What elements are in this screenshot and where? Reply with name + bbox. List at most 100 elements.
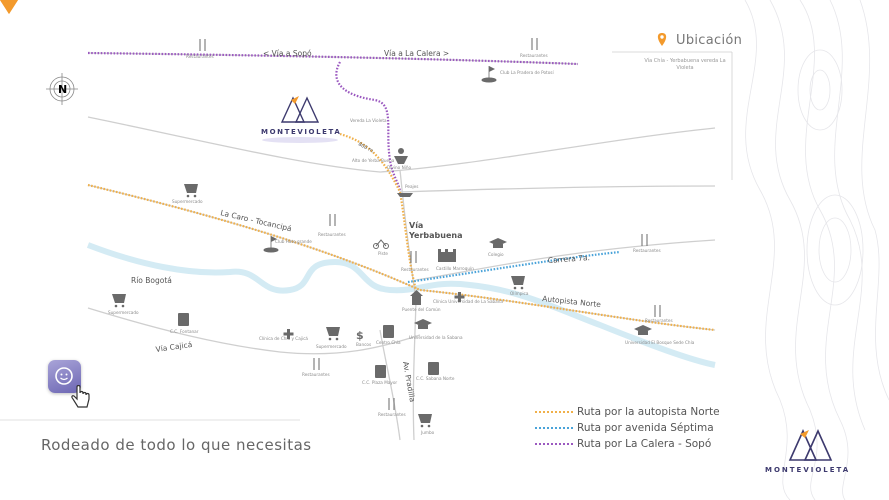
restaurant-icon: [313, 358, 320, 370]
divino-nino-icon: [394, 148, 408, 164]
legend-label: Ruta por avenida Séptima: [577, 422, 714, 434]
place-clinica: Clínica Universidad de La Sabana: [433, 299, 503, 304]
restaurant-icon: [654, 305, 661, 317]
medical-cross-icon: [283, 329, 294, 339]
route-calera: [87, 51, 579, 193]
compass-icon: [46, 73, 78, 105]
place-cc-sabana-norte: C.C. Sabana Norte: [416, 376, 455, 381]
golf-icon: [263, 236, 279, 253]
road-pradilla: [412, 299, 417, 441]
place-uni-sabana: Universidad de la Sabana: [409, 335, 463, 340]
legend-label: Ruta por La Calera - Sopó: [577, 438, 712, 450]
store-icon: [428, 362, 439, 375]
label-cajica: Vía Cajicá: [155, 340, 193, 354]
legend-item: Ruta por La Calera - Sopó: [535, 436, 720, 452]
legend-item: Ruta por avenida Séptima: [535, 420, 720, 436]
label-yerbabuena-1: Vía: [409, 221, 423, 230]
place-rest-1: Restaurantes: [186, 54, 214, 59]
place-supermercado-1: Supermercado: [172, 199, 203, 204]
place-alto-yerbabuena: Alto de Yerba Buena: [352, 158, 395, 163]
waze-app-button[interactable]: [48, 360, 81, 393]
road-yerbabuena: [399, 169, 417, 301]
bank-icon: $: [356, 329, 364, 342]
place-cc-plaza-mayor: C.C. Plaza Mayor: [362, 380, 397, 385]
restaurant-icon: [410, 251, 417, 263]
compass-label: N: [58, 83, 67, 96]
restaurant-icon: [388, 398, 395, 410]
place-puente-comun: Puente del Común: [402, 307, 441, 312]
shopping-cart-icon: [184, 184, 198, 198]
tagline: Rodeado de todo lo que necesitas: [41, 436, 312, 454]
monteviolet-map-logo: [280, 96, 320, 123]
place-uni-bosque: Universidad El Bosque Sede Chía: [625, 340, 695, 345]
place-rest-6: Restaurantes: [645, 318, 673, 323]
location-address: Vía Chía - Yerbabuena vereda La Violeta: [644, 58, 726, 71]
place-vereda-violeta: Vereda La Violeta: [350, 118, 387, 123]
graduation-cap-icon: [634, 325, 652, 335]
label-carrera-7: Carrera 7a.: [548, 253, 591, 265]
hand-pointer-icon: [71, 385, 90, 408]
road-cajica: [87, 307, 421, 355]
place-piste: Piste: [378, 251, 388, 256]
restaurant-icon: [531, 38, 538, 50]
map-brand-name: MONTEVIOLETA: [261, 128, 341, 136]
place-olimpica: Olímpica: [510, 291, 529, 296]
golf-icon: [481, 66, 497, 83]
place-colegio: Colegio: [488, 252, 504, 257]
church-icon: [410, 290, 423, 305]
legend-swatch-norte: [535, 411, 573, 413]
shopping-cart-icon: [511, 276, 525, 290]
place-supermercado-2: Supermercado: [108, 310, 139, 315]
castle-icon: [438, 249, 456, 262]
restaurant-icon: [641, 234, 648, 246]
topographic-lines: [744, 0, 889, 500]
store-icon: [375, 365, 386, 378]
label-via-calera: Vía a La Calera >: [384, 49, 449, 58]
label-via-sopo: < Vía a Sopó: [263, 49, 312, 58]
label-yerbabuena-2: Yerbabuena: [408, 231, 463, 240]
road-peajes: [399, 185, 716, 193]
place-bancos: Bancos: [356, 342, 371, 347]
corner-triangle: [0, 0, 18, 14]
legend-item: Ruta por la autopista Norte: [535, 404, 720, 420]
toll-icon: [397, 193, 413, 197]
medical-cross-icon: [454, 292, 465, 302]
store-icon: [178, 313, 189, 326]
place-clinica-cajica: Clínica de Chía y Cajicá: [259, 336, 308, 341]
place-castillo: Castillo Marroquín: [436, 266, 474, 271]
shopping-cart-icon: [112, 294, 126, 308]
location-pin-icon: [657, 33, 667, 46]
route-legend: Ruta por la autopista Norte Ruta por ave…: [535, 404, 720, 452]
roads: [87, 52, 716, 441]
legend-swatch-calera: [535, 443, 573, 445]
place-centro-chia: Centro Chía: [376, 340, 401, 345]
place-rest-8: Restaurantes: [378, 412, 406, 417]
place-divino-nino: Divino Niño: [387, 165, 412, 170]
shopping-cart-icon: [418, 414, 432, 428]
label-pradilla: Av. Pradilla: [401, 361, 417, 403]
legend-swatch-septima: [535, 427, 573, 429]
road-septima: [415, 239, 716, 281]
label-distance: 800 m.: [357, 141, 376, 155]
place-cc-fontanar: C.C. Fontanar: [170, 329, 199, 334]
place-club-pradera: Club La Pradera de Potosí: [500, 70, 554, 75]
location-title: Ubicación: [676, 33, 743, 48]
brand-name: MONTEVIOLETA: [765, 466, 851, 474]
place-peajes: Peajes: [405, 184, 418, 189]
route-norte: [87, 132, 716, 332]
place-rest-5: Restaurantes: [633, 248, 661, 253]
place-rest-4: Restaurantes: [401, 267, 429, 272]
graduation-cap-icon: [414, 319, 432, 329]
place-rest-7: Restaurantes: [302, 372, 330, 377]
place-jumbo: Jumbo: [420, 430, 435, 435]
legend-label: Ruta por la autopista Norte: [577, 406, 720, 418]
road-ridge: [87, 116, 716, 173]
store-icon: [383, 325, 394, 338]
place-rest-3: Restaurantes: [318, 232, 346, 237]
place-rest-2: Restaurantes: [520, 53, 548, 58]
river: [86, 242, 716, 368]
restaurant-icon: [329, 214, 336, 226]
motorbike-icon: [373, 239, 389, 249]
road-south: [379, 329, 401, 441]
